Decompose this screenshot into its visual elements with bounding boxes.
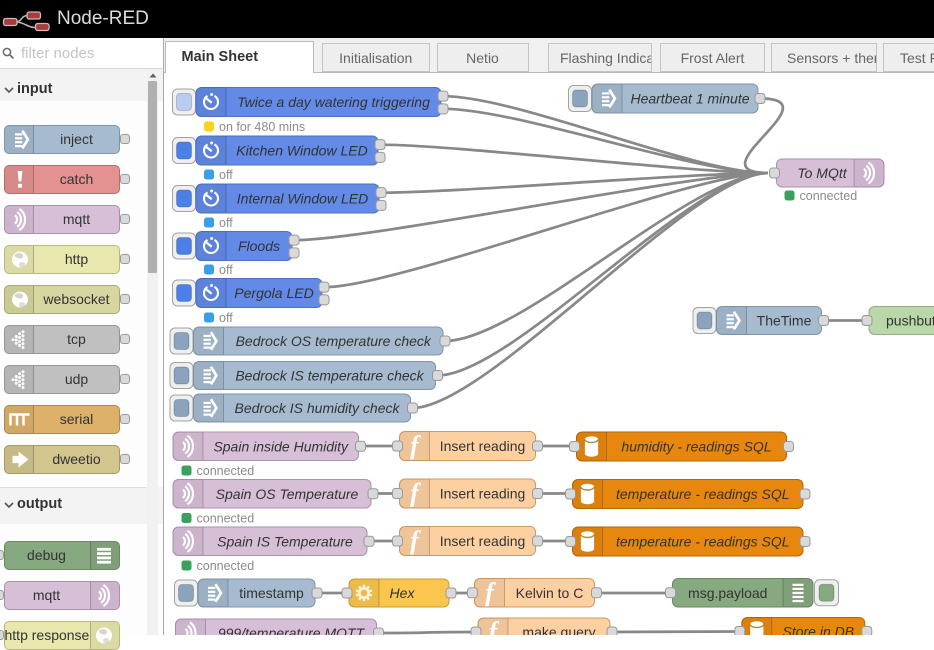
svg-text:connected: connected (197, 464, 255, 478)
svg-text:Store in DB: Store in DB (783, 624, 855, 636)
svg-text:Kelvin to C: Kelvin to C (516, 585, 584, 601)
svg-text:Kitchen Window LED: Kitchen Window LED (236, 143, 367, 159)
svg-text:Bedrock IS humidity check: Bedrock IS humidity check (235, 400, 401, 416)
svg-text:Spain IS Temperature: Spain IS Temperature (217, 533, 353, 549)
svg-text:off: off (219, 263, 233, 277)
svg-text:Insert reading: Insert reading (440, 533, 526, 549)
svg-text:connected: connected (197, 512, 255, 526)
svg-text:Bedrock IS temperature check: Bedrock IS temperature check (235, 368, 424, 384)
svg-text:Bedrock OS temperature check: Bedrock OS temperature check (236, 333, 432, 349)
svg-text:timestamp: timestamp (239, 585, 304, 601)
svg-text:msg.payload: msg.payload (688, 585, 767, 601)
svg-text:make query: make query (522, 624, 595, 635)
svg-text:on for 480 mins: on for 480 mins (219, 120, 305, 134)
svg-text:Internal Window LED: Internal Window LED (237, 191, 368, 207)
svg-text:Pergola LED: Pergola LED (234, 285, 313, 301)
svg-text:999/temperature MQTT: 999/temperature MQTT (218, 625, 366, 635)
svg-text:off: off (219, 168, 233, 182)
svg-text:Spain OS Temperature: Spain OS Temperature (216, 486, 359, 502)
svg-text:off: off (219, 311, 233, 325)
svg-text:To MQtt: To MQtt (797, 165, 847, 181)
svg-text:Floods: Floods (238, 238, 280, 254)
svg-text:Heartbeat 1 minute: Heartbeat 1 minute (630, 91, 749, 107)
svg-text:Insert reading: Insert reading (440, 438, 526, 454)
svg-text:Hex: Hex (390, 585, 416, 601)
svg-text:Spain inside Humidity: Spain inside Humidity (213, 438, 349, 454)
svg-text:connected: connected (197, 559, 255, 573)
svg-text:Insert reading: Insert reading (440, 486, 526, 502)
svg-text:pushbutton: pushbutton (886, 313, 934, 329)
svg-text:connected: connected (800, 189, 858, 203)
svg-text:Twice a day watering triggerin: Twice a day watering triggering (237, 94, 430, 110)
svg-text:TheTime: TheTime (757, 313, 812, 329)
svg-text:temperature - readings SQL: temperature - readings SQL (616, 534, 790, 550)
svg-text:temperature - readings SQL: temperature - readings SQL (616, 486, 790, 502)
svg-text:humidity - readings SQL: humidity - readings SQL (621, 439, 771, 455)
svg-text:off: off (219, 216, 233, 230)
